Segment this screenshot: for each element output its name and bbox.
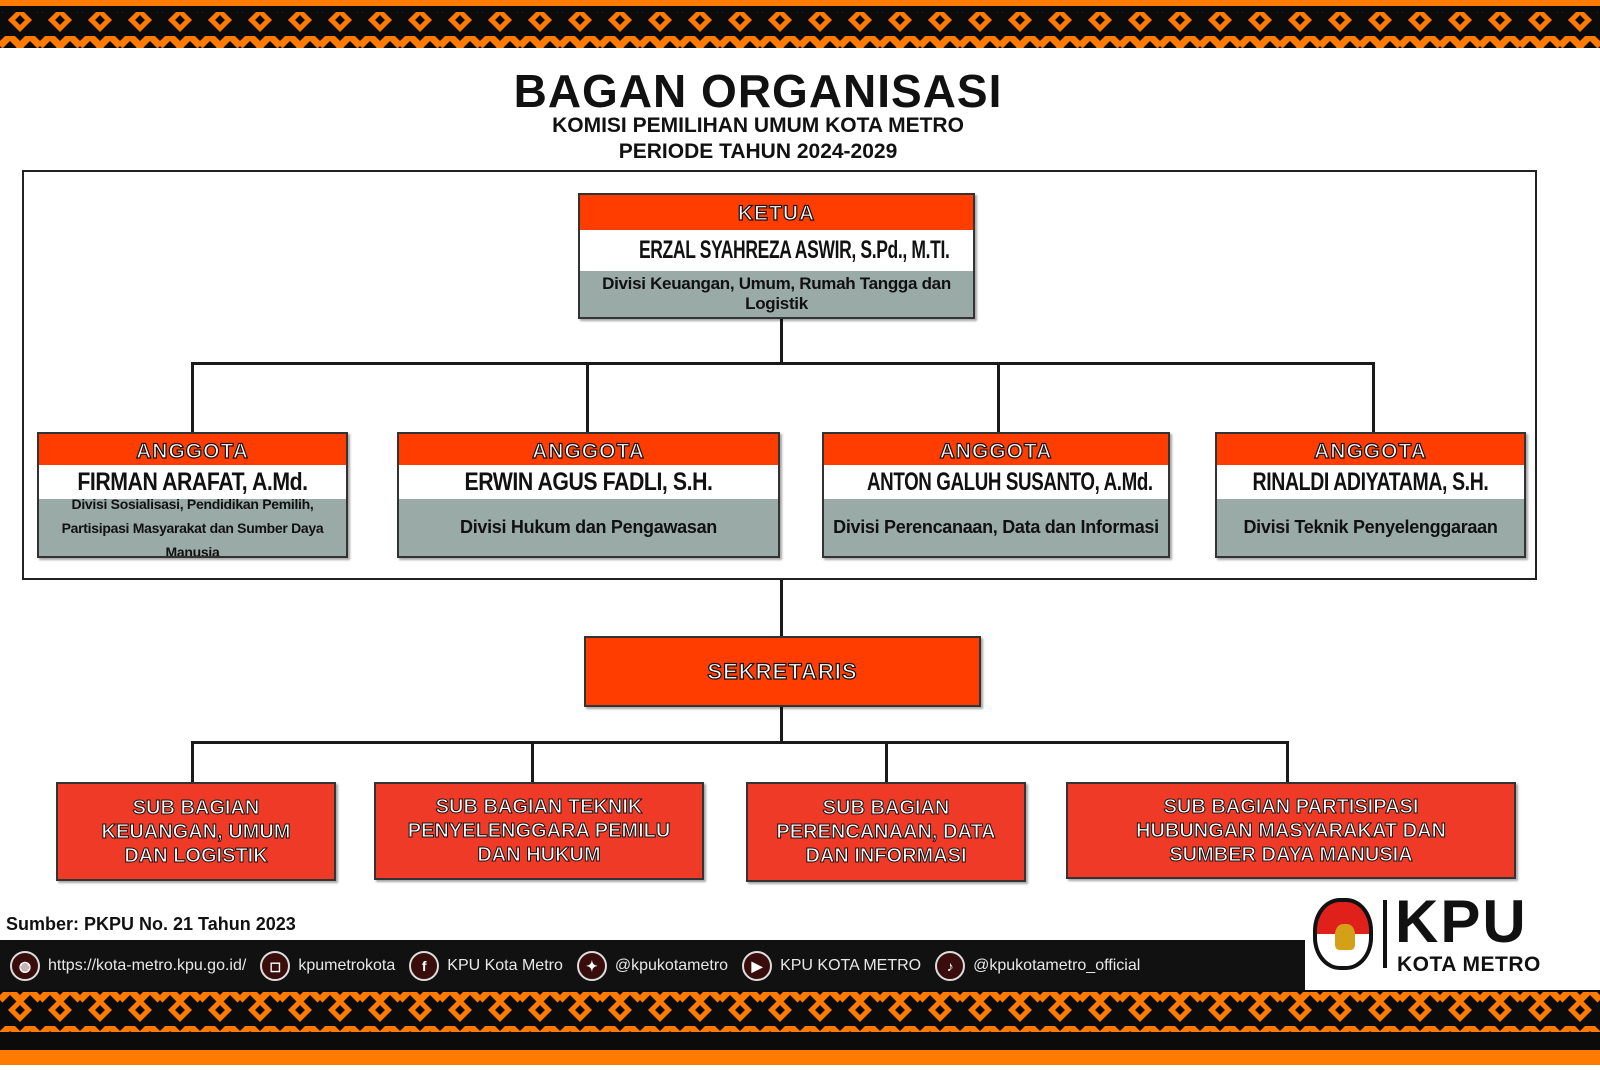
person-name: ANTON GALUH SUSANTO, A.Md. xyxy=(867,465,1153,499)
division-label: Divisi Sosialisasi, Pendidikan Pemilih, … xyxy=(39,496,346,556)
link-text: KPU Kota Metro xyxy=(447,957,563,974)
person-name: RINALDI ADIYATAMA, S.H. xyxy=(1250,465,1491,499)
page-subtitle: KOMISI PEMILIHAN UMUM KOTA METRO xyxy=(552,114,964,137)
anggota-box: ANGGOTA ANTON GALUH SUSANTO, A.Md. Divis… xyxy=(822,432,1170,558)
role-label: ANGGOTA xyxy=(399,434,778,465)
bottom-decorative-band xyxy=(0,990,1600,1065)
connector xyxy=(1372,362,1375,433)
connector xyxy=(586,362,589,433)
sub-bagian-box: SUB BAGIAN PERENCANAAN, DATA DAN INFORMA… xyxy=(746,782,1026,882)
division-label: Divisi Hukum dan Pengawasan xyxy=(399,499,778,556)
connector xyxy=(1286,741,1289,783)
source-note: Sumber: PKPU No. 21 Tahun 2023 xyxy=(6,914,296,934)
sekretaris-box: SEKRETARIS xyxy=(584,636,981,707)
kpu-seal-icon xyxy=(1313,898,1373,970)
period-label: PERIODE TAHUN 2024-2029 xyxy=(618,140,898,163)
globe-icon: ◍ xyxy=(10,951,40,981)
anggota-box: ANGGOTA FIRMAN ARAFAT, A.Md. Divisi Sosi… xyxy=(37,432,348,558)
link-text: @kpukotametro_official xyxy=(973,957,1141,974)
division-label: Divisi Perencanaan, Data dan Informasi xyxy=(824,499,1168,556)
twitter-icon: ✦ xyxy=(576,951,607,981)
tiktok-icon: ♪ xyxy=(935,951,966,981)
connector xyxy=(191,741,1288,744)
sub-bagian-box: SUB BAGIAN PARTISIPASI HUBUNGAN MASYARAK… xyxy=(1066,782,1516,879)
commissioner-frame xyxy=(22,170,1537,580)
instagram-icon: ◻ xyxy=(260,951,291,981)
youtube-link[interactable]: ▶ KPU KOTA METRO xyxy=(742,951,921,981)
role-label: ANGGOTA xyxy=(824,434,1168,465)
ketua-box: KETUA ERZAL SYAHREZA ASWIR, S.Pd., M.TI.… xyxy=(578,193,975,319)
link-text: kpumetrokota xyxy=(298,957,396,974)
connector xyxy=(997,362,1000,433)
connector xyxy=(780,706,783,743)
facebook-link[interactable]: f KPU Kota Metro xyxy=(409,951,563,981)
link-text: https://kota-metro.kpu.go.id/ xyxy=(48,957,247,974)
kpu-logo: KPU KOTA METRO xyxy=(1305,890,1600,990)
connector xyxy=(780,318,783,364)
sub-bagian-box: SUB BAGIAN KEUANGAN, UMUM DAN LOGISTIK xyxy=(56,782,336,881)
logo-city: KOTA METRO xyxy=(1397,953,1541,976)
twitter-link[interactable]: ✦ @kpukotametro xyxy=(576,951,729,981)
youtube-icon: ▶ xyxy=(742,951,773,981)
person-name: FIRMAN ARAFAT, A.Md. xyxy=(62,465,323,499)
page-title: BAGAN ORGANISASI xyxy=(513,65,1003,117)
anggota-box: ANGGOTA ERWIN AGUS FADLI, S.H. Divisi Hu… xyxy=(397,432,780,558)
tiktok-link[interactable]: ♪ @kpukotametro_official xyxy=(935,951,1140,981)
division-label: Divisi Keuangan, Umum, Rumah Tangga dan … xyxy=(580,271,973,317)
anggota-box: ANGGOTA RINALDI ADIYATAMA, S.H. Divisi T… xyxy=(1215,432,1526,558)
sub-bagian-box: SUB BAGIAN TEKNIK PENYELENGGARA PEMILU D… xyxy=(374,782,704,880)
role-label: ANGGOTA xyxy=(1217,434,1524,465)
link-text: KPU KOTA METRO xyxy=(780,957,922,974)
connector xyxy=(191,362,194,433)
logo-brand: KPU xyxy=(1395,888,1528,955)
connector xyxy=(885,741,888,783)
social-footer: ◍ https://kota-metro.kpu.go.id/ ◻ kpumetro… xyxy=(0,940,1305,992)
instagram-link[interactable]: ◻ kpumetrokota xyxy=(260,951,395,981)
person-name: ERWIN AGUS FADLI, S.H. xyxy=(427,465,750,499)
sekretaris-label: SEKRETARIS xyxy=(707,658,858,684)
division-label: Divisi Teknik Penyelenggaraan xyxy=(1217,499,1524,556)
connector xyxy=(191,362,1375,365)
connector xyxy=(531,741,534,783)
connector xyxy=(780,580,783,637)
connector xyxy=(191,741,194,783)
role-label: ANGGOTA xyxy=(39,434,346,465)
top-decorative-band xyxy=(0,0,1600,48)
link-text: @kpukotametro xyxy=(614,957,729,974)
person-name: ERZAL SYAHREZA ASWIR, S.Pd., M.TI. xyxy=(638,230,950,271)
facebook-icon: f xyxy=(409,951,440,981)
website-link[interactable]: ◍ https://kota-metro.kpu.go.id/ xyxy=(10,951,246,981)
role-label: KETUA xyxy=(580,195,973,230)
